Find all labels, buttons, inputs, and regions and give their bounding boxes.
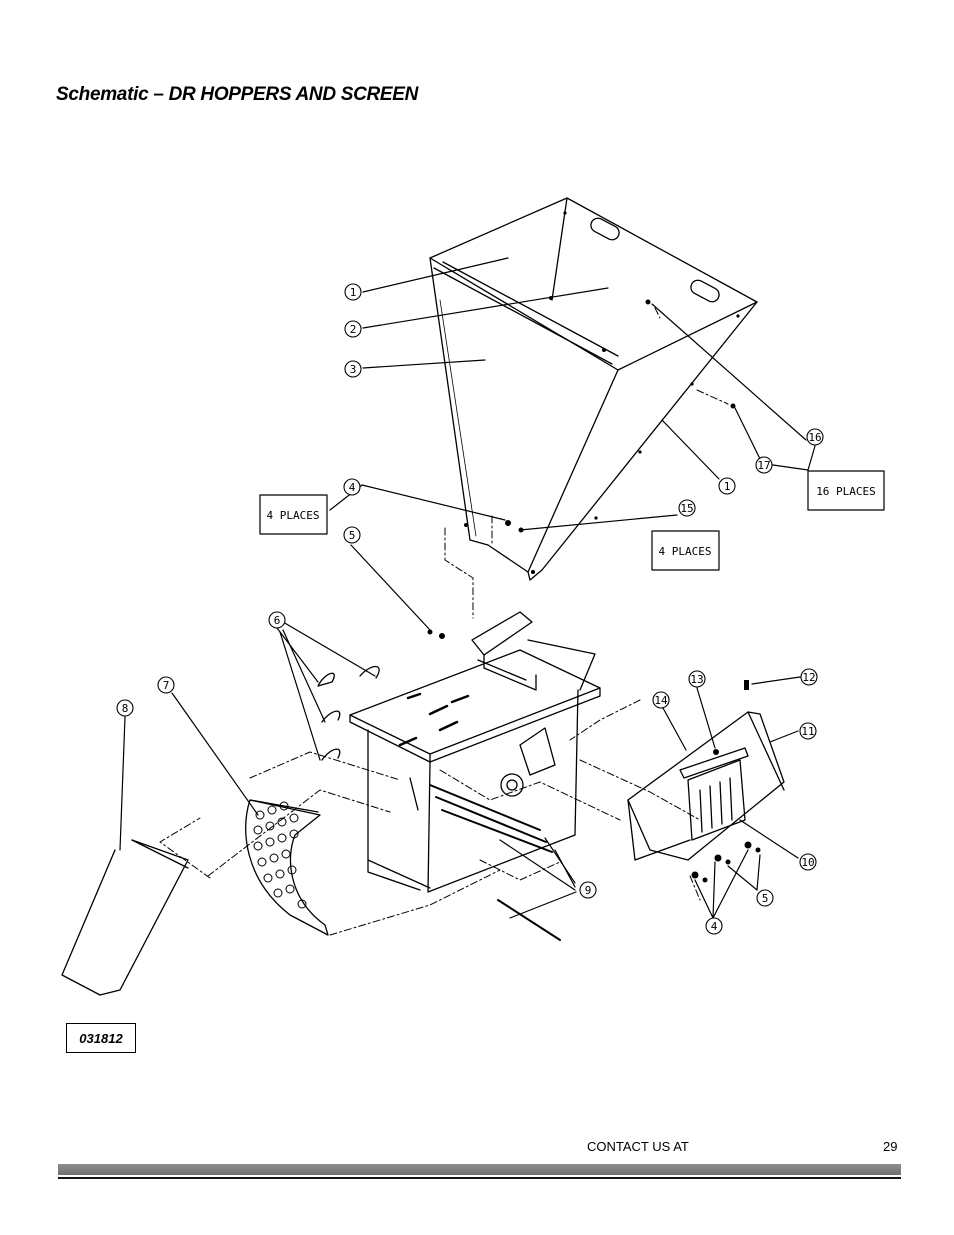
frame xyxy=(349,611,601,941)
callout-5: 5 xyxy=(349,529,356,542)
callout-9: 9 xyxy=(585,884,592,897)
callout-2: 2 xyxy=(350,323,357,336)
places-label-middle: 4 PLACES xyxy=(659,545,712,558)
upper-hopper xyxy=(429,197,758,581)
page-title: Schematic – DR HOPPERS AND SCREEN xyxy=(56,84,419,105)
callout-1b: 1 xyxy=(724,480,731,493)
footer-contact: CONTACT US AT xyxy=(587,1139,689,1154)
chute xyxy=(61,839,189,996)
callout-14: 14 xyxy=(654,694,668,707)
places-label-left: 4 PLACES xyxy=(267,509,320,522)
screen xyxy=(245,799,329,936)
callout-7: 7 xyxy=(163,679,170,692)
drawing-code-box: 031812 xyxy=(66,1023,136,1053)
footer-line xyxy=(58,1177,901,1179)
callout-13: 13 xyxy=(690,673,703,686)
callout-4b: 4 xyxy=(711,920,718,933)
places-label-right: 16 PLACES xyxy=(816,485,876,498)
callout-5b: 5 xyxy=(762,892,769,905)
callout-16: 16 xyxy=(808,431,821,444)
page-number: 29 xyxy=(883,1139,898,1154)
pins xyxy=(317,665,380,761)
callout-17: 17 xyxy=(757,459,770,472)
callout-15: 15 xyxy=(680,502,693,515)
discharge-hopper xyxy=(627,711,785,861)
callout-11: 11 xyxy=(801,725,814,738)
callout-10: 10 xyxy=(801,856,814,869)
callout-1: 1 xyxy=(350,286,357,299)
footer-bar xyxy=(58,1164,901,1175)
callout-4: 4 xyxy=(349,481,356,494)
callout-6: 6 xyxy=(274,614,281,627)
callout-3: 3 xyxy=(350,363,357,376)
callout-12: 12 xyxy=(802,671,815,684)
callout-8: 8 xyxy=(122,702,129,715)
